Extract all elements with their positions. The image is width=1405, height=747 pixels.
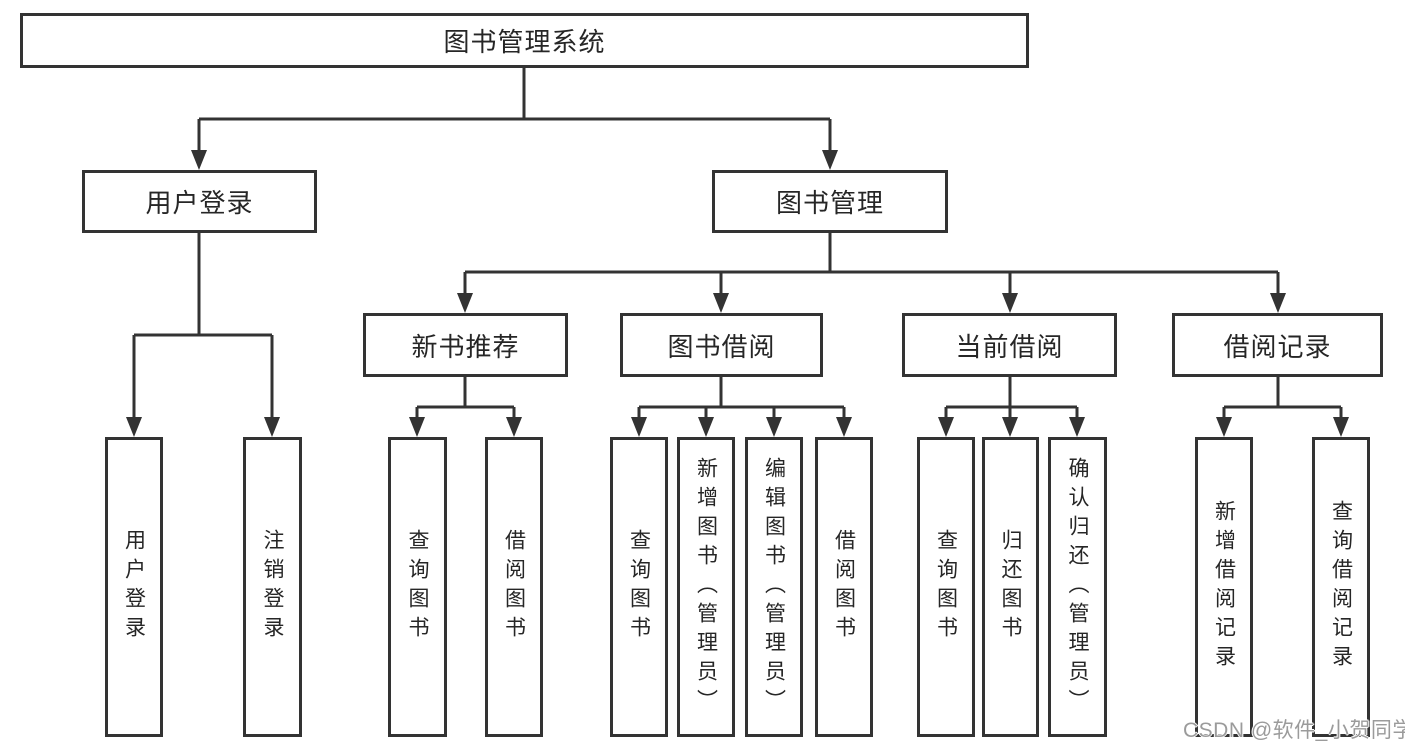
leaf-query-books-current: 查询图书 <box>917 437 975 737</box>
arrowhead-down-icon <box>938 417 954 437</box>
leaf-logout: 注销登录 <box>243 437 302 737</box>
arrowhead-down-icon <box>1002 417 1018 437</box>
leaf-return-books: 归还图书 <box>982 437 1039 737</box>
arrowhead-down-icon <box>126 417 142 437</box>
arrowhead-down-icon <box>264 417 280 437</box>
leaf-query-borrow-record: 查询借阅记录 <box>1312 437 1370 737</box>
leaf-query-books-borrowing-label: 查询图书 <box>627 529 651 645</box>
node-current-borrowing-label: 当前借阅 <box>955 331 1064 362</box>
leaf-user-login-label: 用户登录 <box>122 529 146 645</box>
node-new-book-recommend-label: 新书推荐 <box>411 331 520 362</box>
leaf-edit-book-admin-label: 编辑图书（管理员） <box>762 456 786 718</box>
arrowhead-down-icon <box>409 417 425 437</box>
node-borrow-records-label: 借阅记录 <box>1223 331 1332 362</box>
leaf-logout-label: 注销登录 <box>261 529 284 645</box>
connector-user-login-to-leaves <box>126 233 280 437</box>
leaf-add-borrow-record: 新增借阅记录 <box>1195 437 1253 737</box>
connector-records-to-leaves <box>1216 377 1349 437</box>
node-book-borrowing-label: 图书借阅 <box>667 331 776 362</box>
arrowhead-down-icon <box>836 417 852 437</box>
csdn-watermark: CSDN @软件_小贺同学 <box>1183 719 1405 742</box>
node-new-book-recommend: 新书推荐 <box>363 313 568 377</box>
node-current-borrowing: 当前借阅 <box>902 313 1117 377</box>
arrowhead-down-icon <box>191 150 207 170</box>
leaf-query-books-recommend: 查询图书 <box>388 437 447 737</box>
leaf-add-book-admin-label: 新增图书（管理员） <box>694 456 718 718</box>
leaf-return-books-label: 归还图书 <box>999 529 1022 645</box>
leaf-query-books-recommend-label: 查询图书 <box>406 529 429 645</box>
arrowhead-down-icon <box>631 417 647 437</box>
arrowhead-down-icon <box>1002 293 1018 313</box>
node-borrow-records: 借阅记录 <box>1172 313 1383 377</box>
leaf-add-borrow-record-label: 新增借阅记录 <box>1212 500 1236 674</box>
node-book-borrowing: 图书借阅 <box>620 313 823 377</box>
node-book-management: 图书管理 <box>712 170 948 233</box>
leaf-confirm-return-admin-label: 确认归还（管理员） <box>1066 456 1089 718</box>
leaf-query-books-current-label: 查询图书 <box>934 529 958 645</box>
arrowhead-down-icon <box>713 293 729 313</box>
connector-book-mgmt-to-level3 <box>457 233 1286 313</box>
node-user-login-label: 用户登录 <box>145 188 254 218</box>
leaf-user-login: 用户登录 <box>105 437 163 737</box>
arrowhead-down-icon <box>1069 417 1085 437</box>
connector-current-to-leaves <box>938 377 1085 437</box>
leaf-add-book-admin: 新增图书（管理员） <box>677 437 735 737</box>
connector-new-books-to-leaves <box>409 377 522 437</box>
leaf-borrow-books-recommend-label: 借阅图书 <box>502 529 526 645</box>
arrowhead-down-icon <box>698 417 714 437</box>
arrowhead-down-icon <box>766 417 782 437</box>
arrowhead-down-icon <box>1270 293 1286 313</box>
leaf-borrow-books-borrowing: 借阅图书 <box>815 437 873 737</box>
arrowhead-down-icon <box>1333 417 1349 437</box>
node-book-management-label: 图书管理 <box>775 188 884 218</box>
leaf-borrow-books-borrowing-label: 借阅图书 <box>832 529 856 645</box>
leaf-confirm-return-admin: 确认归还（管理员） <box>1048 437 1107 737</box>
leaf-edit-book-admin: 编辑图书（管理员） <box>745 437 803 737</box>
arrowhead-down-icon <box>822 150 838 170</box>
arrowhead-down-icon <box>1216 417 1232 437</box>
arrowhead-down-icon <box>506 417 522 437</box>
connector-borrowing-to-leaves <box>631 377 852 437</box>
leaf-query-borrow-record-label: 查询借阅记录 <box>1329 500 1353 674</box>
leaf-query-books-borrowing: 查询图书 <box>610 437 668 737</box>
leaf-borrow-books-recommend: 借阅图书 <box>485 437 543 737</box>
arrowhead-down-icon <box>457 293 473 313</box>
node-root-library-system: 图书管理系统 <box>20 13 1029 68</box>
node-root-label: 图书管理系统 <box>443 27 606 57</box>
node-user-login: 用户登录 <box>82 170 317 233</box>
connector-root-to-level2 <box>191 68 838 170</box>
